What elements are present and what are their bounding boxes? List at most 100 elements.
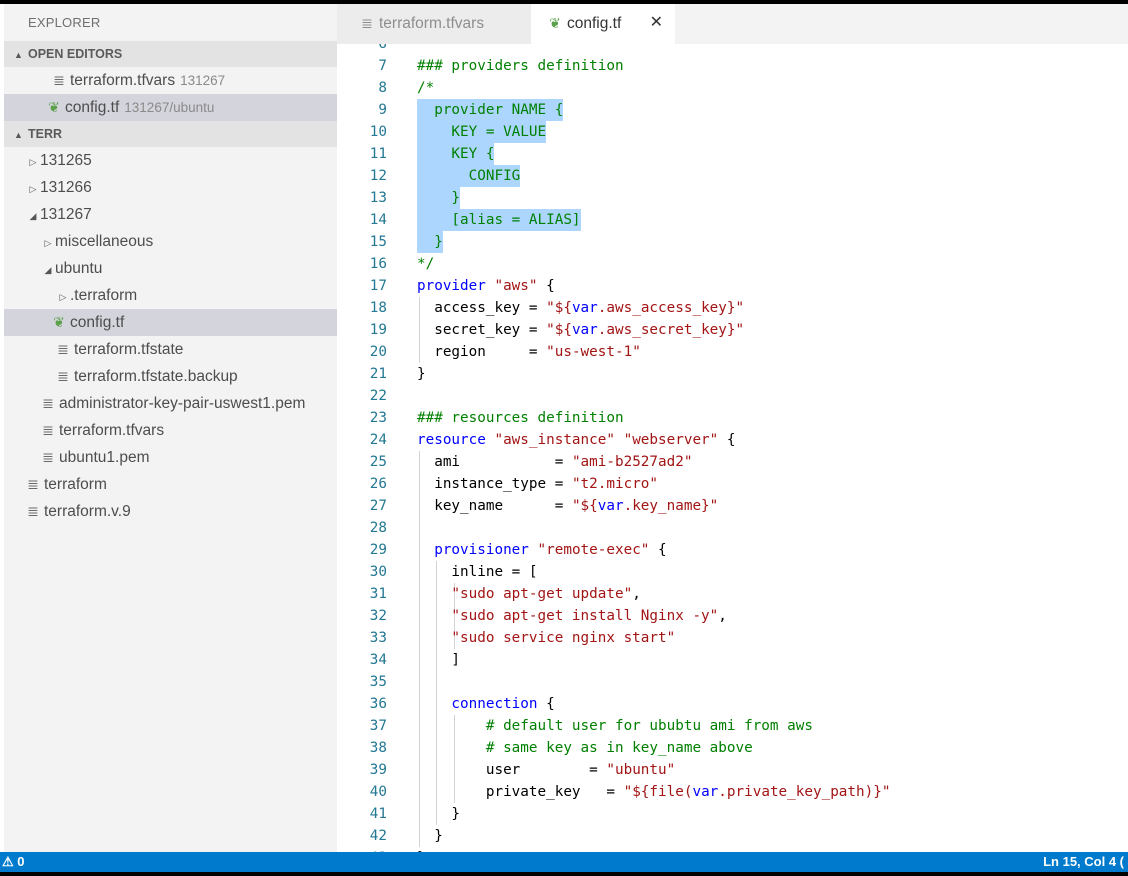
code-text: provisioner "remote-exec" { bbox=[417, 539, 666, 561]
tree-file-admin-pem[interactable]: ≣administrator-key-pair-uswest1.pem bbox=[4, 390, 337, 417]
code-line[interactable]: 35 bbox=[337, 671, 1128, 693]
code-line[interactable]: 32 "sudo apt-get install Nginx -y", bbox=[337, 605, 1128, 627]
open-editor-path: 131267 bbox=[180, 73, 226, 88]
indent-guide bbox=[419, 583, 420, 605]
line-number: 6 bbox=[378, 44, 387, 52]
code-line[interactable]: 15 } bbox=[337, 231, 1128, 253]
tree-folder-131267[interactable]: ◢131267 bbox=[4, 201, 337, 228]
indent-guide bbox=[419, 473, 420, 495]
line-number: 7 bbox=[378, 58, 387, 74]
indent-guide bbox=[453, 781, 455, 803]
status-cursor-position[interactable]: Ln 15, Col 4 ( bbox=[1043, 854, 1124, 869]
code-text: provider "aws" { bbox=[417, 275, 555, 297]
editor-window: EXPLORER ▲OPEN EDITORS ≣terraform.tfvars… bbox=[0, 4, 1128, 872]
code-text: } bbox=[417, 363, 426, 385]
code-line[interactable]: 22 bbox=[337, 385, 1128, 407]
indent-guide bbox=[436, 671, 438, 693]
code-line[interactable]: 33 "sudo service nginx start" bbox=[337, 627, 1128, 649]
tree-folder-dot-terraform[interactable]: ▷.terraform bbox=[4, 282, 337, 309]
tree-folder-ubuntu[interactable]: ◢ubuntu bbox=[4, 255, 337, 282]
tree-file-tfvars[interactable]: ≣terraform.tfvars bbox=[4, 417, 337, 444]
code-token: var bbox=[571, 322, 598, 338]
code-line[interactable]: 24 resource "aws_instance" "webserver" { bbox=[337, 429, 1128, 451]
tab-config-tf[interactable]: ❦config.tf ✕ bbox=[531, 4, 675, 44]
code-line[interactable]: 29 provisioner "remote-exec" { bbox=[337, 539, 1128, 561]
code-text: ### providers definition bbox=[417, 55, 624, 77]
code-line[interactable]: 43} bbox=[337, 847, 1128, 852]
code-line[interactable]: 12 CONFIG bbox=[337, 165, 1128, 187]
tree-file-ubuntu1-pem[interactable]: ≣ubuntu1.pem bbox=[4, 444, 337, 471]
code-line[interactable]: 19 secret_key = "${var.aws_secret_key}" bbox=[337, 319, 1128, 341]
code-text: user = "ubuntu" bbox=[417, 759, 675, 781]
code-line[interactable]: 14 [alias = ALIAS] bbox=[337, 209, 1128, 231]
code-line[interactable]: 10 KEY = VALUE bbox=[337, 121, 1128, 143]
line-number: 16 bbox=[369, 256, 387, 272]
tree-file-tfstate[interactable]: ≣terraform.tfstate bbox=[4, 336, 337, 363]
line-number: 12 bbox=[369, 168, 387, 184]
open-editors-header[interactable]: ▲OPEN EDITORS bbox=[4, 41, 337, 67]
code-line[interactable]: 36 connection { bbox=[337, 693, 1128, 715]
code-text: "sudo apt-get install Nginx -y", bbox=[417, 605, 726, 627]
code-line[interactable]: 34 ] bbox=[337, 649, 1128, 671]
code-line[interactable]: 7 ### providers definition bbox=[337, 55, 1128, 77]
code-line[interactable]: 27 key_name = "${var.key_name}" bbox=[337, 495, 1128, 517]
code-line[interactable]: 13 } bbox=[337, 187, 1128, 209]
line-number: 26 bbox=[369, 476, 387, 492]
code-line[interactable]: 8/* bbox=[337, 77, 1128, 99]
indent-guide bbox=[419, 341, 420, 363]
folder-header-terr[interactable]: ▲TERR bbox=[4, 121, 337, 147]
code-token: secret_key = bbox=[417, 322, 547, 338]
code-line[interactable]: 28 bbox=[337, 517, 1128, 539]
code-line[interactable]: 31 "sudo apt-get update", bbox=[337, 583, 1128, 605]
open-editors-label: OPEN EDITORS bbox=[28, 47, 123, 61]
tab-terraform-tfvars[interactable]: ≣terraform.tfvars bbox=[337, 4, 531, 44]
status-problems[interactable]: ⚠ 0 bbox=[2, 854, 25, 869]
code-line[interactable]: 18 access_key = "${var.aws_access_key}" bbox=[337, 297, 1128, 319]
code-token: { bbox=[537, 278, 555, 294]
line-number: 29 bbox=[369, 542, 387, 558]
code-line[interactable]: 30 inline = [ bbox=[337, 561, 1128, 583]
code-line[interactable]: 11 KEY { bbox=[337, 143, 1128, 165]
code-line[interactable]: 25 ami = "ami-b2527ad2" bbox=[337, 451, 1128, 473]
code-token: ] bbox=[417, 652, 461, 668]
line-number: 24 bbox=[369, 432, 387, 448]
tree-label: administrator-key-pair-uswest1.pem bbox=[59, 395, 306, 412]
code-line[interactable]: 20 region = "us-west-1" bbox=[337, 341, 1128, 363]
tree-file-tfstate-backup[interactable]: ≣terraform.tfstate.backup bbox=[4, 363, 337, 390]
code-line[interactable]: 16*/ bbox=[337, 253, 1128, 275]
close-icon[interactable]: ✕ bbox=[649, 14, 663, 31]
code-line[interactable]: 41 } bbox=[337, 803, 1128, 825]
code-line[interactable]: 6 bbox=[337, 44, 1128, 55]
tree-label: ubuntu1.pem bbox=[59, 449, 150, 466]
code-line[interactable]: 39 user = "ubuntu" bbox=[337, 759, 1128, 781]
code-text: "sudo service nginx start" bbox=[417, 627, 675, 649]
code-line[interactable]: 23### resources definition bbox=[337, 407, 1128, 429]
indent-guide bbox=[436, 627, 438, 649]
indent-guide bbox=[436, 693, 438, 715]
indent-guide bbox=[453, 737, 455, 759]
tree-folder-131266[interactable]: ▷131266 bbox=[4, 174, 337, 201]
indent-guide bbox=[436, 649, 438, 671]
tree-folder-131265[interactable]: ▷131265 bbox=[4, 147, 337, 174]
indent-guide bbox=[436, 605, 438, 627]
indent-guide bbox=[419, 737, 420, 759]
code-line[interactable]: 42 } bbox=[337, 825, 1128, 847]
code-line[interactable]: 26 instance_type = "t2.micro" bbox=[337, 473, 1128, 495]
code-line[interactable]: 9 provider NAME { bbox=[337, 99, 1128, 121]
tree-label: terraform.v.9 bbox=[44, 503, 131, 520]
code-text: resource "aws_instance" "webserver" { bbox=[417, 429, 735, 451]
tree-file-terraform[interactable]: ≣terraform bbox=[4, 471, 337, 498]
tree-file-config-tf[interactable]: ❦config.tf bbox=[4, 309, 337, 336]
tree-folder-miscellaneous[interactable]: ▷miscellaneous bbox=[4, 228, 337, 255]
code-line[interactable]: 40 private_key = "${file(var.private_key… bbox=[337, 781, 1128, 803]
code-line[interactable]: 38 # same key as in key_name above bbox=[337, 737, 1128, 759]
tree-label: terraform.tfstate bbox=[74, 341, 184, 358]
code-token: "sudo apt-get install Nginx -y" bbox=[417, 608, 719, 624]
code-line[interactable]: 37 # default user for ububtu ami from aw… bbox=[337, 715, 1128, 737]
code-line[interactable]: 21} bbox=[337, 363, 1128, 385]
tree-file-terraform-v9[interactable]: ≣terraform.v.9 bbox=[4, 498, 337, 525]
